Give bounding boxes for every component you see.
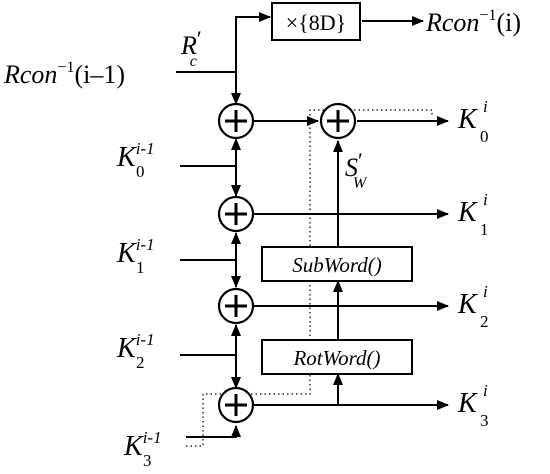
k3-in-wire [186, 425, 241, 438]
dotted-outline-left [186, 109, 433, 447]
k0-input-label: Ki-1 [116, 139, 155, 173]
k3-output-label: K [457, 388, 478, 419]
k3-output-sup: i [483, 381, 488, 400]
k0-output-sub: 0 [480, 127, 489, 146]
rotword-box [261, 339, 413, 375]
k2-output-sub: 2 [480, 312, 489, 331]
k2-output-sup: i [483, 282, 488, 301]
rcon-in-label: Rcon−1(i–1) [3, 59, 125, 89]
k2-input-sub: 2 [136, 353, 145, 372]
xor-0-icon [217, 102, 255, 140]
k0-output-sup: i [483, 97, 488, 116]
sw-prime-label: S′W [345, 148, 368, 192]
xor-1-icon [217, 195, 255, 233]
k1-output-sub: 1 [480, 220, 489, 239]
k1-output-sup: i [483, 190, 488, 209]
k1-input-sub: 1 [136, 258, 145, 277]
k2-output-label: K [457, 289, 478, 320]
k2-input-label: Ki-1 [116, 330, 155, 364]
multiplier-box [271, 2, 361, 41]
xor-2-icon [217, 287, 255, 325]
k3-input-label: Ki-1 [123, 428, 162, 462]
multiplier-label: ×{8D} [286, 10, 346, 35]
rotword-label: RotWord() [292, 346, 380, 370]
rc-prime-label: R′c [180, 26, 202, 70]
k0-input-sub: 0 [136, 162, 145, 181]
subword-label: SubWord() [292, 253, 381, 277]
xor-3-icon [217, 386, 255, 424]
k1-output-label: K [457, 197, 478, 228]
k3-input-sub: 3 [143, 451, 152, 470]
k3-output-sub: 3 [480, 411, 489, 430]
subword-box [261, 246, 413, 282]
k0-output-label: K [457, 104, 478, 135]
rcon-out-label: Rcon−1(i) [425, 7, 521, 37]
xor-top-icon [319, 102, 357, 140]
k1-input-label: Ki-1 [116, 235, 155, 269]
